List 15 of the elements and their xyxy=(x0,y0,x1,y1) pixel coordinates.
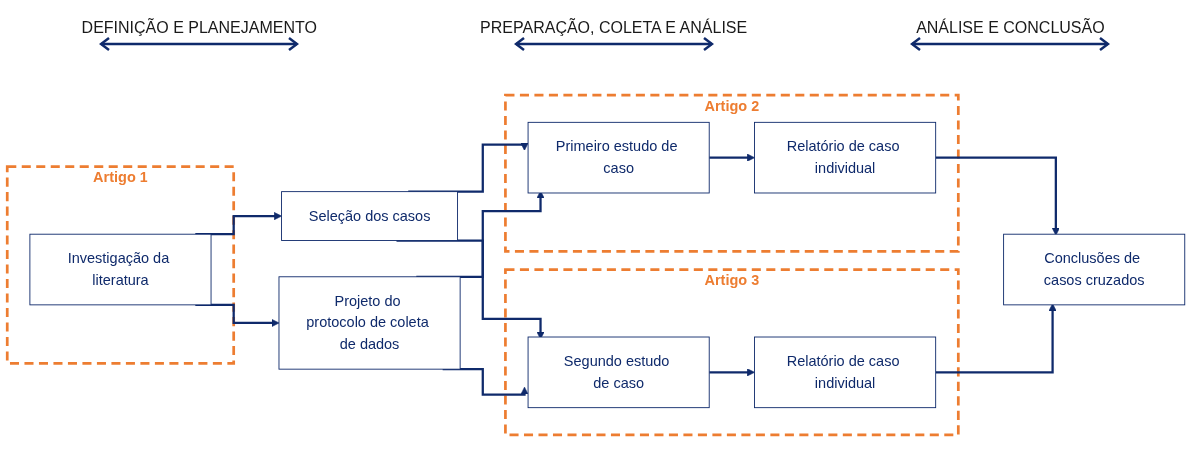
arrow xyxy=(935,303,1057,374)
node-box: Projeto do protocolo de coleta de dados xyxy=(278,276,461,370)
arrow xyxy=(935,156,1060,236)
arrow xyxy=(709,153,755,162)
node-box: Relatório de caso individual xyxy=(754,336,937,409)
phase-heading: PREPARAÇÃO, COLETA E ANÁLISE xyxy=(480,19,748,37)
phase-heading: DEFINIÇÃO E PLANEJAMENTO xyxy=(81,19,317,37)
node-box: Seleção dos casos xyxy=(281,191,458,241)
node-box: Segundo estudo de caso xyxy=(527,336,710,409)
node-box: Investigação da literatura xyxy=(29,233,212,306)
phase-heading: ANÁLISE E CONCLUSÃO xyxy=(916,19,1105,37)
arrow xyxy=(709,368,755,377)
node-box: Relatório de caso individual xyxy=(754,121,937,194)
node-box: Primeiro estudo de caso xyxy=(527,121,710,194)
node-box: Conclusões de casos cruzados xyxy=(1003,233,1186,306)
